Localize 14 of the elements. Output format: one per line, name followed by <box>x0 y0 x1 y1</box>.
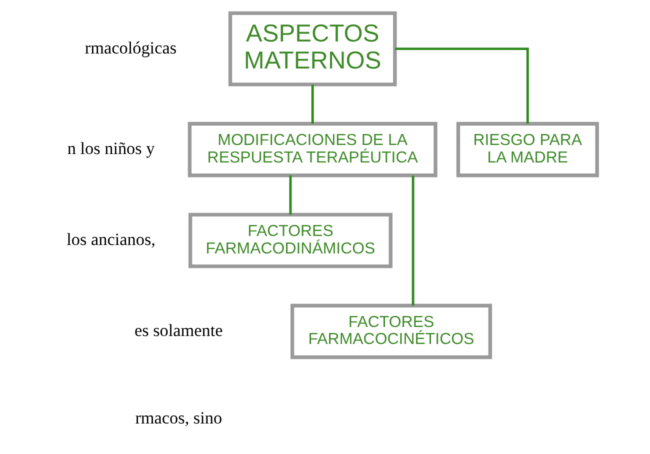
label: los ancianos, <box>66 230 155 250</box>
node-box: FACTORES FARMACOCINÉTICOS <box>290 304 492 360</box>
label: rmacológicas <box>84 38 176 58</box>
node-box: FACTORES FARMACODINÁMICOS <box>188 212 392 268</box>
node-box: MODIFICACIONES DE LA RESPUESTA TERAPÉUTICA <box>187 122 437 178</box>
connector <box>394 48 528 124</box>
connector <box>288 175 292 215</box>
node-box: RIESGO PARA LA MADRE <box>456 122 598 178</box>
node-box: ASPECTOS MATERNOS <box>228 11 396 86</box>
label: rmacos, sino <box>134 408 222 428</box>
connector <box>310 84 314 124</box>
label: es solamente <box>134 321 222 340</box>
connector <box>411 176 414 306</box>
label: n los niños y <box>66 139 154 158</box>
